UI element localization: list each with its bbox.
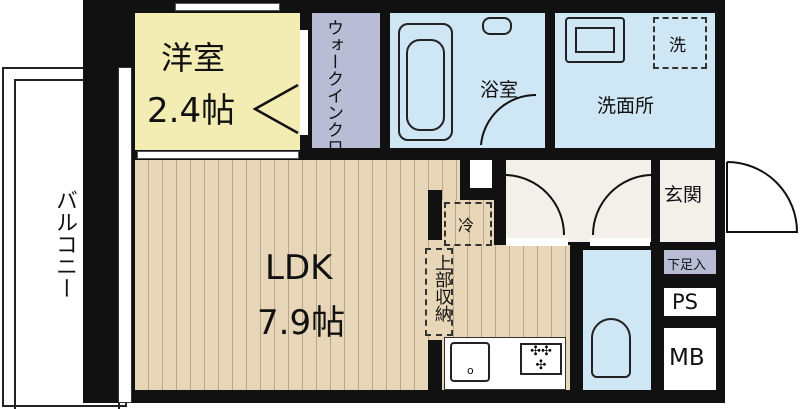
bath-door-swing (480, 93, 537, 146)
entrance-label: 玄関 (664, 184, 703, 206)
bathroom-label: 浴室 (480, 79, 519, 101)
mb-label: MB (669, 345, 705, 371)
western-room-name: 洋室 (161, 39, 226, 77)
washbasin-icon (565, 17, 625, 63)
drain-icon: o (467, 364, 474, 377)
pipe-shaft: PS (664, 288, 716, 316)
closet-label: ウォークインクローゼット (323, 19, 343, 223)
upper-storage: 上部収納 (425, 248, 453, 336)
fridge-label: 冷 (458, 216, 475, 235)
ldk: LDK 7.9帖 (135, 160, 460, 390)
bathroom: 浴室 (390, 13, 545, 148)
pipe-space (470, 160, 492, 188)
bathtub-icon (398, 23, 453, 141)
washer-label: 洗 (669, 36, 686, 56)
sink-icon: o (450, 342, 490, 382)
western-room: 洋室 2.4帖 (135, 13, 300, 150)
washroom: 洗 洗面所 (555, 13, 715, 148)
faucet-icon (482, 17, 512, 35)
kitchen-counter: o ✣✣✣ (444, 337, 566, 390)
hallway (506, 160, 651, 242)
partition-wall (428, 190, 442, 240)
ldk-name: LDK (265, 248, 333, 288)
meter-box: MB (664, 328, 716, 390)
closet-door (300, 30, 308, 135)
washroom-label: 洗面所 (597, 95, 655, 117)
front-door-swing (726, 161, 799, 233)
fridge-space: 冷 (444, 202, 492, 246)
partition-wall (428, 340, 442, 390)
fridge-area (442, 200, 494, 245)
ldk-size: 7.9帖 (257, 303, 346, 343)
entrance: 玄関 (660, 160, 715, 242)
stove-icon: ✣✣✣ (520, 343, 562, 375)
door-threshold (590, 238, 650, 246)
walk-in-closet: ウォークインクローゼット (312, 13, 380, 223)
ps-label: PS (672, 290, 698, 314)
toilet-room (583, 250, 651, 390)
upper-storage-label: 上部収納 (431, 254, 451, 322)
washer-space: 洗 (653, 17, 707, 69)
closet-door-swing (253, 83, 299, 135)
sliding-door (137, 151, 299, 159)
window (175, 3, 280, 11)
balcony-label: バルコニー (52, 189, 77, 299)
toilet-icon (591, 318, 631, 378)
door-threshold (506, 238, 568, 246)
shoe-cabinet-label: 下足入 (667, 258, 707, 273)
western-room-size: 2.4帖 (147, 91, 236, 131)
door-swings (506, 174, 651, 236)
shoe-cabinet: 下足入 (664, 250, 716, 274)
balcony-window (118, 67, 132, 403)
